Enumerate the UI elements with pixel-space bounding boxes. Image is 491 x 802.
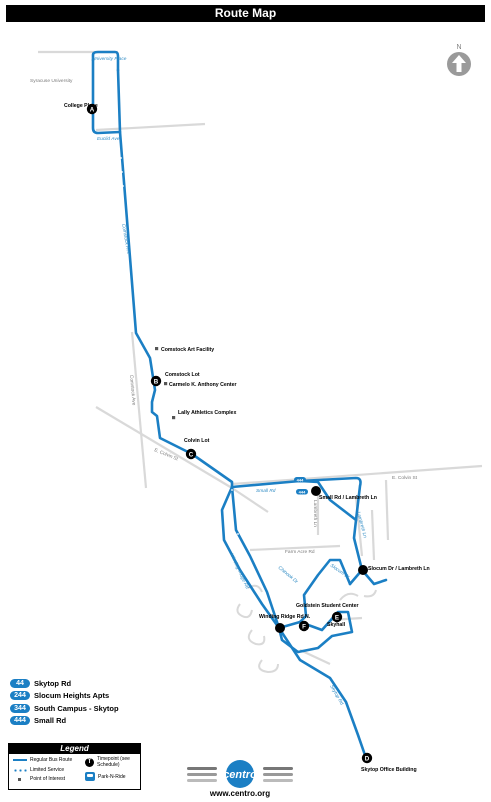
label-comstock-art: Comstock Art Facility <box>161 347 214 353</box>
label-comstock-ave: Comstock Ave <box>120 223 131 255</box>
timepoint-icon: T <box>85 757 94 767</box>
legend-poi-label: Point of Interest <box>30 776 66 782</box>
limited-service-markers <box>120 157 239 535</box>
label-chinook-dr: Chinook Dr <box>277 565 300 585</box>
timepoint-f: F <box>298 620 310 632</box>
centro-logo-mark: centro <box>187 760 293 788</box>
label-goldstein: Goldstein Student Center <box>296 603 359 609</box>
centro-logo: centro www.centro.org <box>185 760 295 800</box>
label-lambreth-ln: Lambreth Ln <box>355 511 368 539</box>
timepoint-a: A <box>86 103 98 115</box>
north-label: N <box>456 44 462 51</box>
street-network <box>38 50 483 665</box>
service-roads <box>236 584 377 674</box>
svg-text:B: B <box>154 378 159 385</box>
poi-markers <box>155 347 176 420</box>
route-number-badge: 44 <box>10 678 30 688</box>
timepoint-e: E <box>331 611 343 623</box>
label-euclid-ave: Euclid Ave <box>97 136 120 142</box>
svg-text:A: A <box>90 106 95 113</box>
stop-winding-ridge <box>275 623 285 633</box>
label-winding-ridge-rd: Winding Ridge Rd <box>228 552 250 590</box>
legend-timepoint-label: Timepoint (see Schedule) <box>97 756 130 768</box>
legend: Legend Regular Bus Route Limited Service… <box>8 743 141 790</box>
north-arrow: N <box>446 44 472 82</box>
route-item: 44 Skytop Rd <box>10 677 119 689</box>
label-comstock-ave-2: Comstock Ave <box>128 375 137 406</box>
label-slocum-stop: Slocum Dr / Lambreth Ln <box>368 566 430 572</box>
label-syracuse-university: Syracuse University <box>30 78 73 84</box>
page-title: Route Map <box>6 5 485 22</box>
svg-text:centro: centro <box>223 769 257 781</box>
route-name: Small Rd <box>34 716 67 725</box>
timepoint-c: C <box>185 448 197 460</box>
label-colvin-lot: Colvin Lot <box>184 438 210 444</box>
timepoint-d: D <box>361 752 373 764</box>
label-lambreth-ln-gray: Lambreth Ln <box>312 500 318 527</box>
label-winding-ridge-stop: Winding Ridge Rd N. <box>259 614 311 620</box>
limited-service-dots-icon <box>13 768 27 772</box>
stop-slocum <box>358 565 368 575</box>
map-labels: Syracuse University University Place Col… <box>30 56 430 773</box>
route-name: South Campus - Skytop <box>34 703 119 713</box>
badge-444-top: 444 <box>297 477 304 482</box>
label-college-place: College Place <box>64 103 98 109</box>
legend-regular-label: Regular Bus Route <box>30 757 73 763</box>
route-number-badge: 444 <box>10 716 30 725</box>
label-slocum-dr: Slocum Dr <box>329 563 351 581</box>
regular-route-line-icon <box>13 759 27 761</box>
label-comstock-lot: Comstock Lot <box>165 372 200 378</box>
label-small-rd-stop: Small Rd / Lambreth Ln <box>319 495 377 501</box>
route-item: 444 Small Rd <box>10 715 119 727</box>
svg-text:C: C <box>189 451 194 458</box>
route-number-badge: 344 <box>10 703 30 713</box>
svg-text:E: E <box>335 614 339 621</box>
label-university-place: University Place <box>92 56 127 62</box>
label-small-rd-street: Small Rd <box>256 488 276 494</box>
timepoint-markers: A B C D E F <box>86 103 373 764</box>
route-item: 244 Slocum Heights Apts <box>10 690 119 702</box>
legend-parknride-label: Park-N-Ride <box>98 773 126 780</box>
route-name: Skytop Rd <box>34 678 72 688</box>
svg-text:F: F <box>302 623 306 630</box>
badge-444-bottom: 444 <box>299 489 306 494</box>
north-arrow-icon <box>447 52 471 76</box>
label-e-colvin-st-east: E. Colvin St <box>392 475 418 481</box>
route-line-44 <box>91 50 388 760</box>
timepoint-b: B <box>150 375 162 387</box>
legend-limited-label: Limited Service <box>30 767 65 773</box>
svg-text:D: D <box>365 755 370 762</box>
bus-icon <box>85 772 95 781</box>
route-item: 344 South Campus - Skytop <box>10 702 119 714</box>
route-badges: 444 444 <box>294 477 308 495</box>
label-carmelo: Carmelo K. Anthony Center <box>169 382 237 388</box>
label-skyhall: Skyhall <box>327 622 346 628</box>
legend-park-n-ride: Park-N-Ride <box>85 772 126 781</box>
centro-url: www.centro.org <box>209 789 271 798</box>
stop-small-rd <box>311 486 321 496</box>
legend-body: Regular Bus Route Limited Service Point … <box>9 754 140 789</box>
label-lally: Lally Athletics Complex <box>178 410 236 416</box>
label-skytop-office: Skytop Office Building <box>361 767 417 773</box>
poi-square-icon <box>18 777 21 781</box>
label-farm-acre-rd: Farm Acre Rd <box>285 549 315 555</box>
legend-timepoint: T Timepoint (see Schedule) <box>85 756 137 768</box>
route-number-badge: 244 <box>10 691 30 700</box>
legend-regular-route: Regular Bus Route <box>13 757 72 763</box>
legend-limited-service: Limited Service <box>13 767 64 773</box>
route-name: Slocum Heights Apts <box>34 691 110 700</box>
legend-poi: Point of Interest <box>13 776 65 782</box>
route-list: 44 Skytop Rd 244 Slocum Heights Apts 344… <box>10 677 119 727</box>
legend-title: Legend <box>9 744 140 754</box>
